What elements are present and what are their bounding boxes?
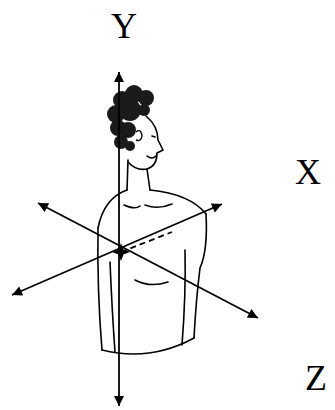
axes <box>12 72 258 406</box>
eye <box>152 136 155 137</box>
hair-curl <box>138 104 150 116</box>
hair-curl <box>138 90 154 106</box>
origin-star <box>112 243 130 261</box>
right-shoulder <box>150 190 206 214</box>
axis-label: Z <box>305 360 327 396</box>
collar-bone <box>124 205 140 208</box>
left-torso <box>110 262 115 352</box>
y-axis <box>118 72 120 406</box>
smile <box>147 156 156 158</box>
left-shoulder <box>98 190 127 228</box>
right-arm <box>194 214 206 338</box>
hair-curl <box>125 141 135 151</box>
left-arm <box>98 228 102 350</box>
hair-curl <box>119 99 141 121</box>
right-torso <box>182 250 185 345</box>
z-axis <box>38 203 258 318</box>
chest-line <box>135 280 168 285</box>
axis-label: Y <box>111 8 137 44</box>
hair <box>107 85 154 151</box>
neck <box>127 160 128 190</box>
collar-bone <box>145 204 172 207</box>
torso-bottom <box>102 338 194 354</box>
axis-label: X <box>295 154 321 190</box>
ear <box>136 131 142 141</box>
neck <box>147 169 150 190</box>
shoulder-dash <box>121 232 172 252</box>
x-axis <box>12 204 222 295</box>
